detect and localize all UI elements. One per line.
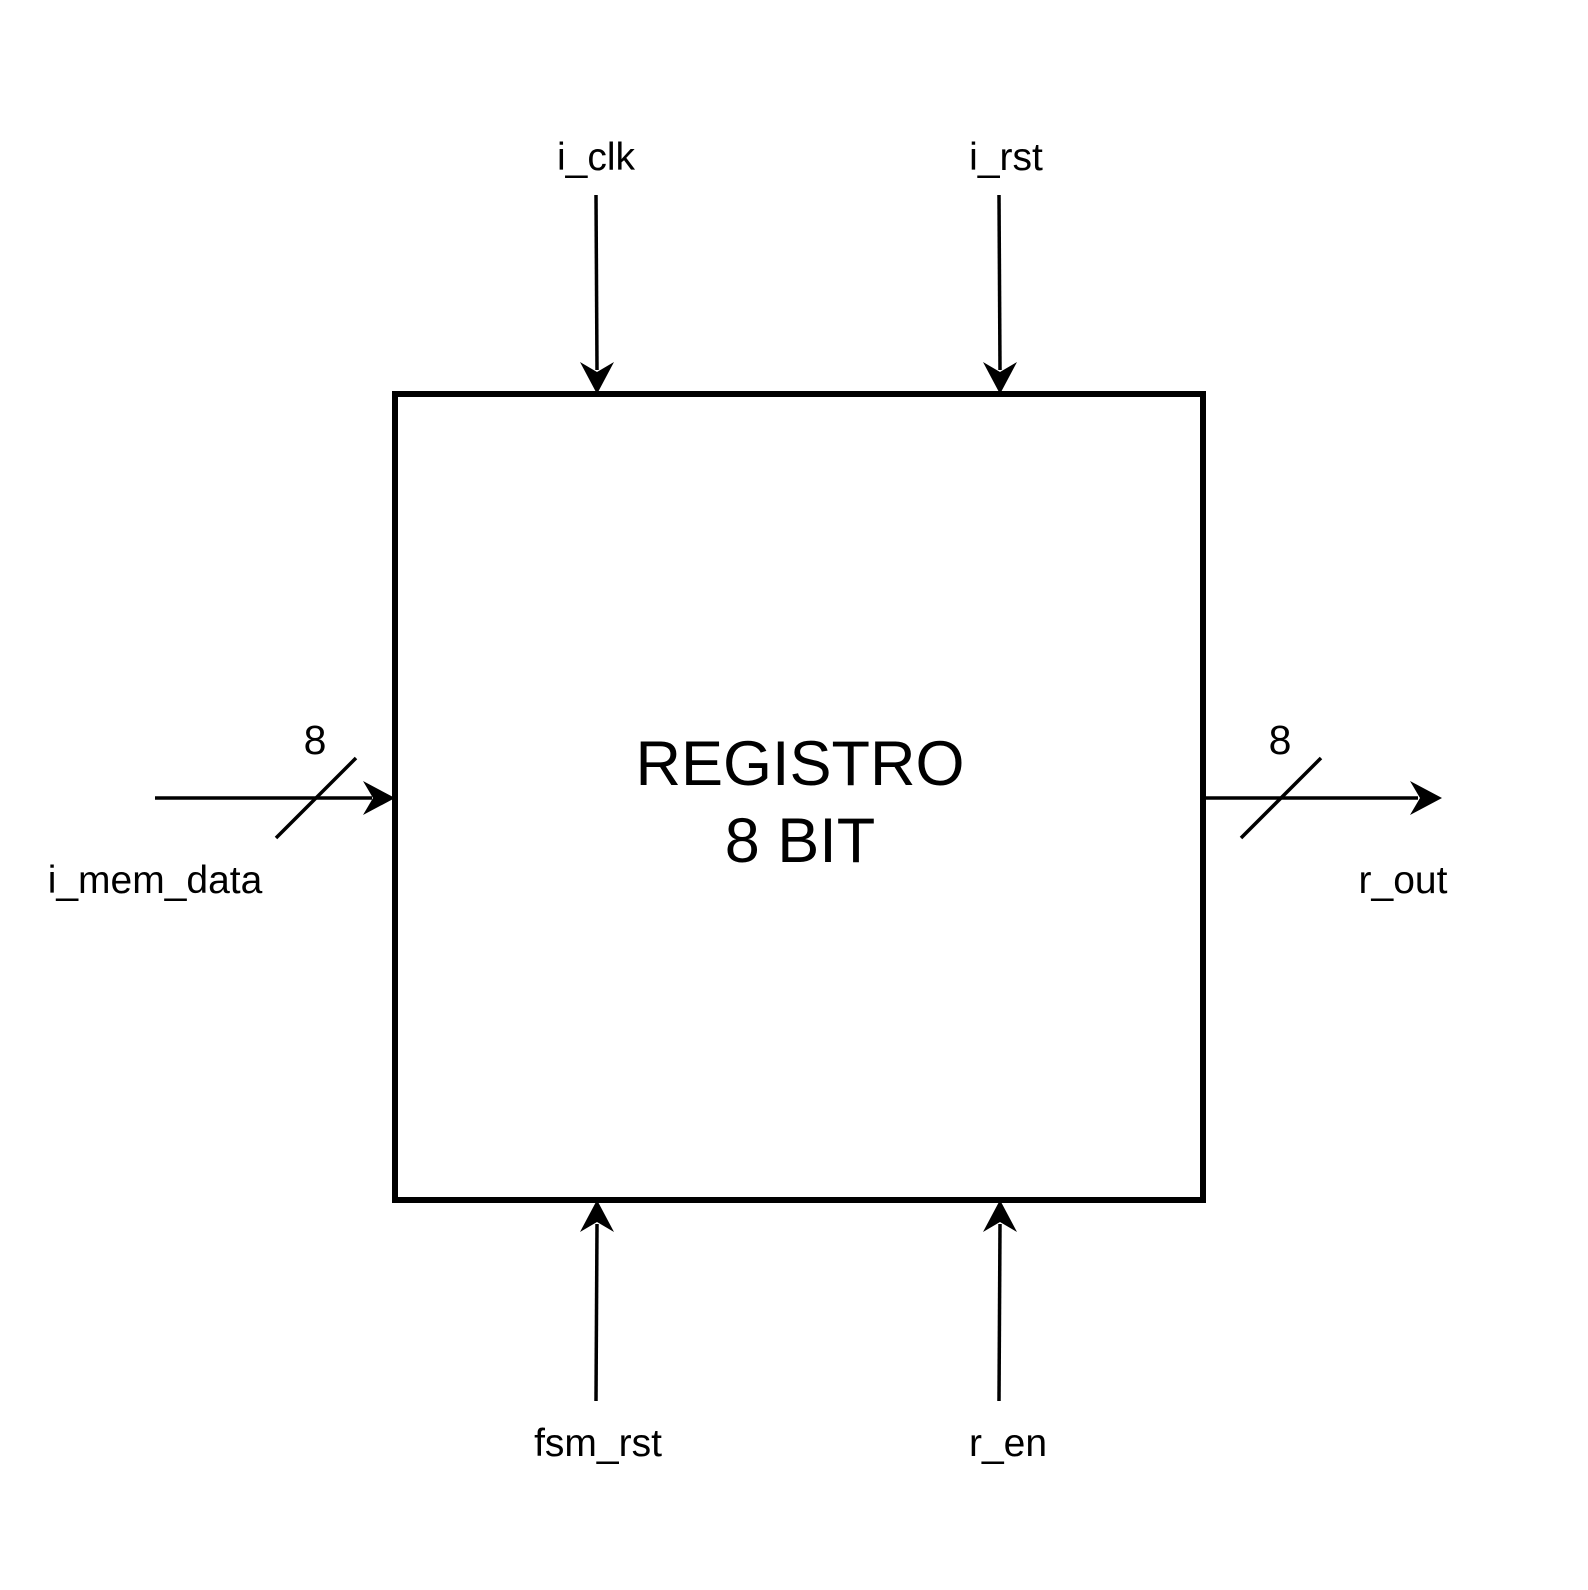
data-input-label: i_mem_data xyxy=(48,859,263,902)
enable-label: r_en xyxy=(969,1422,1047,1465)
data-input-width-label: 8 xyxy=(304,717,327,763)
enable-arrowhead xyxy=(983,1200,1017,1232)
data-input-bus-slash xyxy=(274,756,358,840)
data-output-label: r_out xyxy=(1359,859,1448,902)
data-input-bus: 8 i_mem_data xyxy=(48,717,395,902)
data-output-bus-slash xyxy=(1239,756,1323,840)
clock-label: i_clk xyxy=(557,136,636,179)
enable-input: r_en xyxy=(969,1200,1047,1465)
reset-input: i_rst xyxy=(969,136,1043,394)
block-title-line2: 8 BIT xyxy=(725,806,876,876)
reset-label: i_rst xyxy=(969,136,1043,179)
data-output-width-label: 8 xyxy=(1269,717,1292,763)
clock-input: i_clk xyxy=(557,136,636,394)
register-block xyxy=(392,391,1206,1203)
fsm-reset-arrowhead xyxy=(580,1200,614,1232)
data-input-arrowhead xyxy=(363,781,395,815)
fsm-reset-input: fsm_rst xyxy=(534,1200,662,1465)
clock-arrowhead xyxy=(580,362,614,394)
reset-arrowhead xyxy=(983,362,1017,394)
data-output-arrowhead xyxy=(1410,781,1442,815)
data-output-bus: 8 r_out xyxy=(1203,717,1448,902)
block-title-line1: REGISTRO xyxy=(635,729,964,799)
fsm-reset-label: fsm_rst xyxy=(534,1422,662,1465)
